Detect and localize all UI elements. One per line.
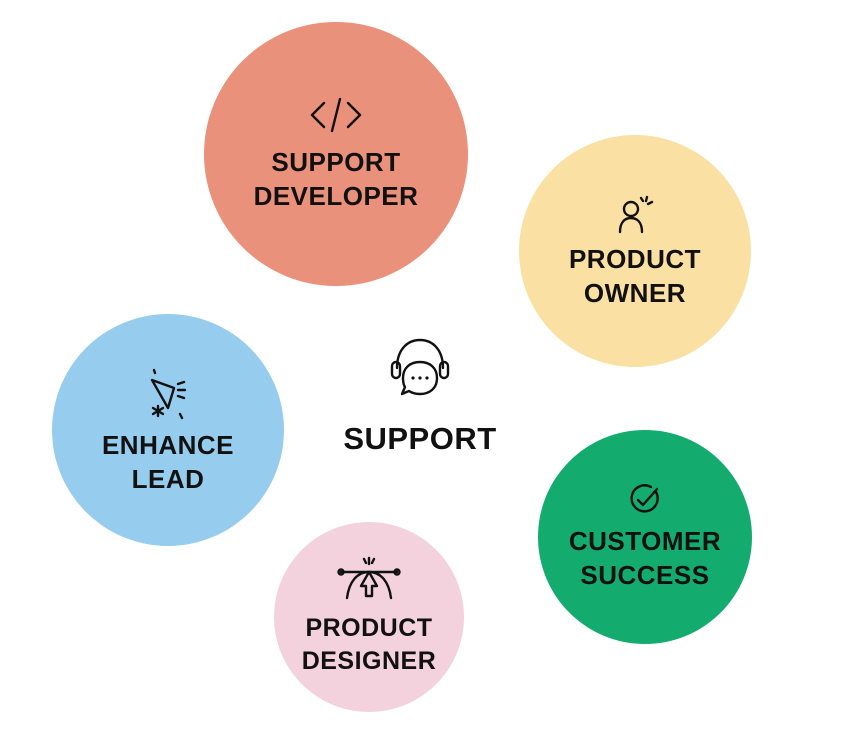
support-center: SUPPORT [330,336,510,458]
product-designer-circle: PRODUCT DESIGNER [274,522,464,712]
enhance-lead-label-line1: ENHANCE [101,430,235,460]
support-developer-label-line2: DEVELOPER [253,181,419,211]
headset-chat-icon [385,336,455,400]
product-owner-circle: PRODUCT OWNER [519,135,751,367]
support-developer-circle: SUPPORT DEVELOPER [204,22,468,286]
customer-success-label-line1: CUSTOMER [568,526,722,556]
product-designer-label-line2: DESIGNER [301,647,437,675]
customer-success-label-line2: SUCCESS [580,560,710,590]
megaphone-icon [140,364,196,422]
support-center-label: SUPPORT [343,421,497,456]
pen-tool-icon [337,556,401,606]
person-idea-icon [613,192,657,236]
customer-success-circle: CUSTOMER SUCCESS [538,430,752,644]
enhance-lead-label-line2: LEAD [131,464,205,494]
code-icon [308,95,364,135]
support-developer-label-line1: SUPPORT [271,147,401,177]
target-check-icon [627,482,663,518]
enhance-lead-circle: ENHANCE LEAD [52,314,284,546]
product-designer-label-line1: PRODUCT [305,614,433,642]
product-owner-label-line1: PRODUCT [568,244,702,274]
product-owner-label-line2: OWNER [583,278,687,308]
